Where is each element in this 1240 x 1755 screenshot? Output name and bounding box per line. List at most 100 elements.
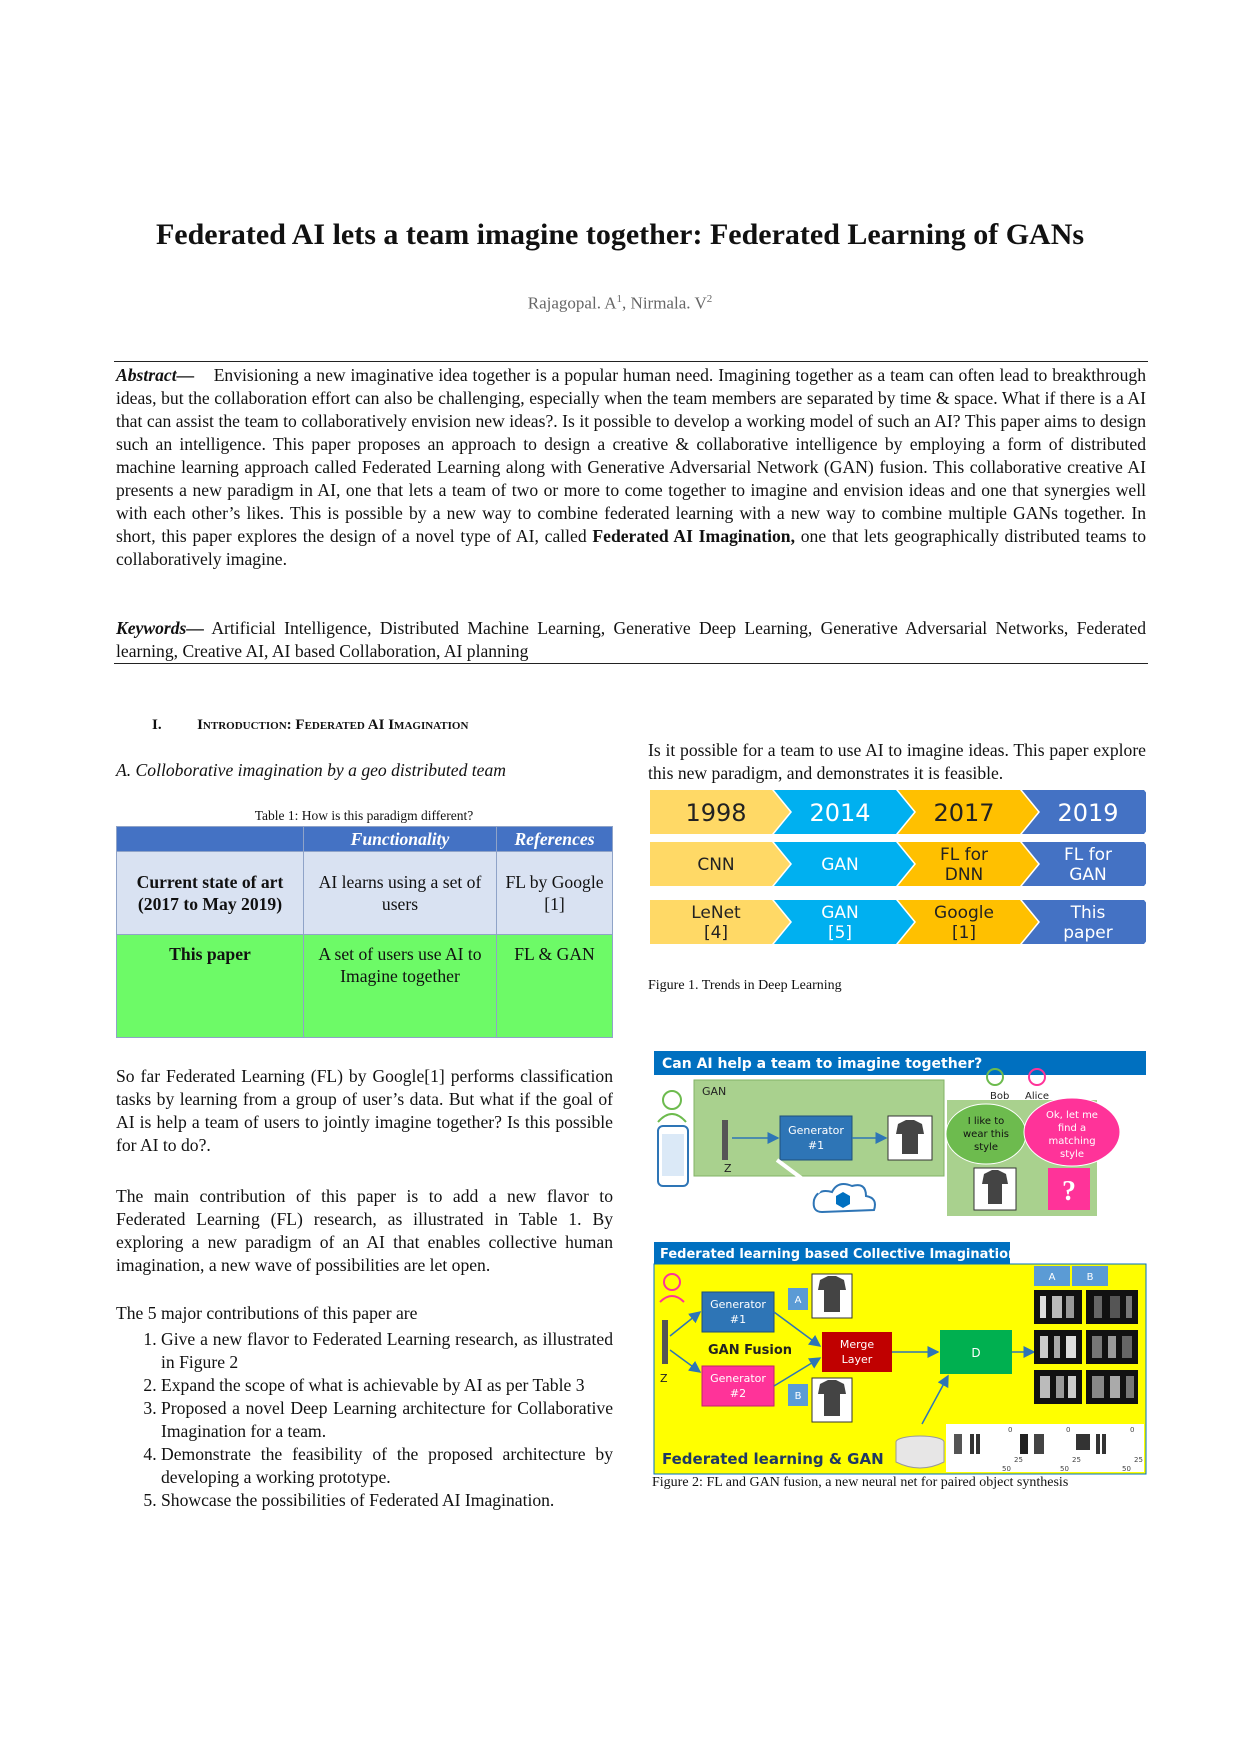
user-body-icon [659, 1295, 685, 1303]
gan-label: GAN [702, 1085, 726, 1098]
b-tag [788, 1384, 808, 1406]
reference-label: paper [1063, 923, 1112, 943]
table-cell: Current state of art (2017 to May 2019) [116, 851, 304, 935]
abstract-label: Abstract— [116, 365, 195, 385]
database-body-icon [895, 1442, 945, 1469]
author-1: Rajagopal. A [527, 293, 617, 313]
bob-bubble-text: style [974, 1142, 998, 1153]
table-row: Current state of art (2017 to May 2019) … [116, 851, 613, 935]
table-header-cell [116, 826, 304, 852]
figure-2-caption: Figure 2: FL and GAN fusion, a new neura… [652, 1475, 1069, 1490]
tick-label: 25 [1014, 1456, 1023, 1464]
fl-banner-text: Federated learning based Collective Imag… [660, 1247, 1017, 1262]
shirt-icon [896, 1120, 924, 1154]
keywords-text: Artificial Intelligence, Distributed Mac… [116, 618, 1146, 661]
tick-label: 0 [1066, 1426, 1070, 1434]
z-label: Z [724, 1162, 732, 1175]
tick-label: 50 [1122, 1465, 1131, 1473]
reference-chevron [1022, 900, 1146, 944]
grid-header-a-label: A [1049, 1272, 1056, 1283]
model-chevron [650, 842, 790, 886]
arrow [921, 1374, 949, 1425]
tick-label: 0 [1130, 1426, 1134, 1434]
abstract-top-rule [114, 361, 1148, 362]
hexagon-icon [836, 1192, 850, 1208]
list-item: Expand the scope of what is achievable b… [161, 1374, 613, 1397]
year-label: 1998 [685, 799, 746, 827]
paragraph-3: The 5 major contributions of this paper … [116, 1303, 418, 1323]
abstract-bold: Federated AI Imagination, [592, 526, 795, 546]
user-icon [662, 1090, 682, 1110]
figure-2-diagram: Can AI help a team to imagine together? … [653, 1051, 1147, 1475]
discriminator [940, 1330, 1012, 1374]
shirt-icon [982, 1170, 1008, 1204]
merge-layer-label: Layer [842, 1353, 873, 1366]
section-title: Introduction: Federated AI Imagination [197, 717, 469, 733]
model-label: CNN [697, 855, 734, 875]
reference-chevron [774, 900, 914, 944]
tick-label: 25 [1072, 1456, 1081, 1464]
list-item: Showcase the possibilities of Federated … [161, 1489, 613, 1512]
table-header-cell: References [496, 826, 613, 852]
comparison-table: Functionality References Current state o… [116, 826, 613, 1038]
noise-vector [662, 1320, 668, 1364]
section-heading: I. Introduction: Federated AI Imaginatio… [152, 717, 468, 734]
reference-chevron [898, 900, 1038, 944]
generator-2-label: Generator [710, 1372, 766, 1385]
abstract: Abstract— Envisioning a new imaginative … [116, 364, 1146, 571]
a-tag [788, 1288, 808, 1310]
generated-image-grid [1034, 1290, 1138, 1404]
authors: Rajagopal. A1, Nirmala. V2 [60, 293, 1180, 314]
question-mark: ? [1062, 1176, 1076, 1207]
upload-arrow [775, 1158, 822, 1194]
grid-header-a [1034, 1266, 1070, 1286]
top-banner [654, 1051, 1146, 1075]
table-cell: This paper [116, 934, 304, 1038]
fl-gan-label: Federated learning & GAN [662, 1450, 884, 1468]
alice-bubble-text: matching [1048, 1136, 1095, 1147]
model-chevron [1022, 842, 1146, 886]
fashion-samples-plot [946, 1424, 1144, 1472]
generator-top-label: #1 [808, 1139, 824, 1152]
phone-screen [662, 1134, 684, 1176]
table-cell: FL & GAN [496, 934, 613, 1038]
table-cell: AI learns using a set of users [303, 851, 497, 935]
list-item: Demonstrate the feasibility of the propo… [161, 1443, 613, 1489]
generator-1-label: #1 [730, 1313, 746, 1326]
merge-layer-label: Merge [840, 1338, 875, 1351]
fashion-sample-icons [954, 1434, 1106, 1454]
table-cell: A set of users use AI to Imagine togethe… [303, 934, 497, 1038]
reference-label: LeNet [691, 903, 741, 923]
year-chevron [898, 790, 1038, 834]
model-chevron [774, 842, 914, 886]
a-tag-label: A [795, 1295, 802, 1306]
author-2-affiliation: 2 [706, 293, 713, 305]
alice-speech-bubble [1023, 1097, 1121, 1167]
table-header-row: Functionality References [116, 826, 613, 852]
generator-2-label: #2 [730, 1387, 746, 1400]
grid-header-b-label: B [1087, 1272, 1094, 1283]
author-2: Nirmala. V [630, 293, 707, 313]
unknown-style-box [1048, 1168, 1090, 1210]
reference-label: Google [934, 903, 994, 923]
reference-label: GAN [821, 903, 859, 923]
author-1-affiliation: 1 [616, 293, 623, 305]
model-label: GAN [1069, 865, 1107, 885]
arrow [773, 1311, 822, 1347]
grid-header-b [1072, 1266, 1108, 1286]
shirt-icon [818, 1276, 846, 1312]
tick-label: 0 [1008, 1426, 1012, 1434]
model-label: FL for [940, 845, 988, 865]
z-label: Z [660, 1372, 668, 1385]
reference-chevron [650, 900, 790, 944]
year-label: 2017 [933, 799, 994, 827]
merge-layer [822, 1332, 892, 1372]
bob-icon [986, 1068, 1004, 1086]
gan-fusion-label: GAN Fusion [708, 1343, 792, 1358]
b-tag-label: B [795, 1391, 802, 1402]
table-header-cell: Functionality [303, 826, 497, 852]
right-intro: Is it possible for a team to use AI to i… [648, 740, 1146, 783]
bob-bubble-text: I like to [968, 1116, 1005, 1127]
